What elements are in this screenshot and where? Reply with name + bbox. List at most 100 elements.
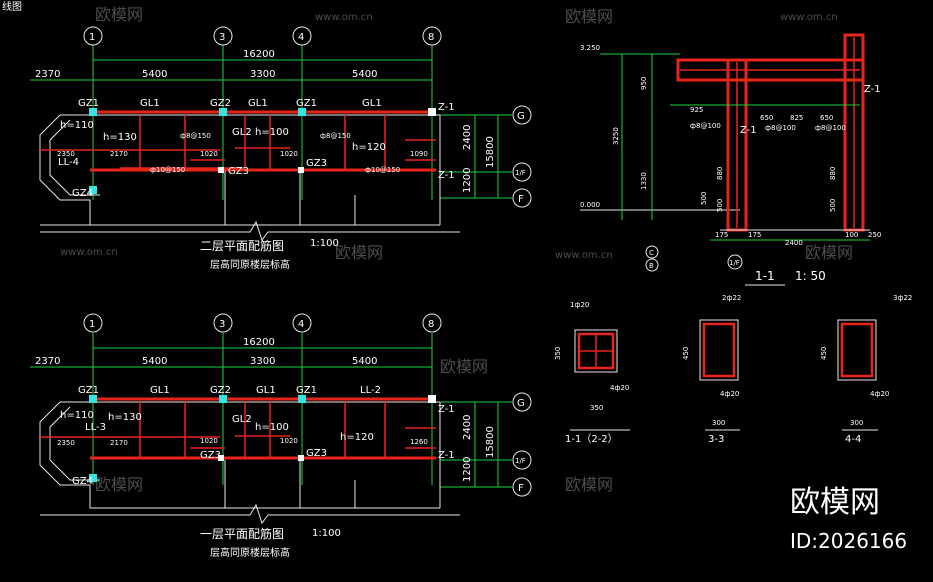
svg-text:ф10@150: ф10@150 [150, 166, 185, 174]
svg-text:450: 450 [682, 347, 690, 360]
svg-text:300: 300 [712, 419, 725, 427]
svg-text:GZ1: GZ1 [296, 385, 317, 396]
svg-text:15800: 15800 [485, 426, 496, 458]
rebar-red [40, 110, 436, 172]
svg-text:Z-1: Z-1 [438, 170, 455, 181]
svg-text:h=100: h=100 [255, 127, 289, 138]
svg-text:B: B [649, 262, 654, 270]
svg-text:GL2: GL2 [232, 127, 252, 138]
detail-title: 3-3 [708, 434, 724, 445]
svg-text:LL-3: LL-3 [85, 422, 106, 433]
svg-text:925: 925 [690, 106, 703, 114]
watermark-brand: 欧模网 [565, 475, 613, 494]
svg-text:175: 175 [715, 231, 728, 239]
brand-id: ID:2026166 [790, 529, 907, 553]
svg-text:GZ2: GZ2 [210, 98, 231, 109]
columns [89, 108, 436, 194]
watermark-site: www.om.cn [555, 250, 613, 261]
plan-subtitle: 层高同原楼层标高 [210, 546, 290, 559]
axis-label: 3 [219, 32, 225, 43]
dim-total: 16200 [243, 49, 275, 60]
dim-v1: 2400 [462, 125, 473, 150]
svg-text:1200: 1200 [462, 457, 473, 482]
detail-sections: 350 350 1ф20 4ф20 1-1（2-2） 300 450 2ф22 … [554, 294, 912, 445]
svg-text:650: 650 [820, 114, 833, 122]
svg-text:175: 175 [748, 231, 761, 239]
svg-text:GZ1: GZ1 [78, 98, 99, 109]
rebar-red [40, 397, 436, 460]
svg-text:350: 350 [554, 347, 562, 360]
walls [39, 114, 441, 226]
dim-seg3: 5400 [352, 69, 377, 80]
svg-text:500: 500 [829, 199, 837, 212]
svg-text:GZ3: GZ3 [228, 166, 249, 177]
watermark-brand: 欧模网 [95, 5, 143, 24]
svg-text:Z-1: Z-1 [438, 404, 455, 415]
axis-label: 1/F [515, 169, 526, 177]
svg-text:h=100: h=100 [255, 422, 289, 433]
dim-seg1: 5400 [142, 69, 167, 80]
detail-1: 350 350 1ф20 4ф20 1-1（2-2） [554, 301, 630, 445]
svg-text:GZ3: GZ3 [306, 158, 327, 169]
svg-text:LL-2: LL-2 [360, 385, 381, 396]
dim-v2: 1200 [462, 168, 473, 193]
axis-label: G [517, 111, 525, 122]
svg-text:ф8@100: ф8@100 [815, 124, 846, 132]
axis-label: F [518, 194, 524, 205]
svg-text:LL-4: LL-4 [58, 157, 79, 168]
plan-labels: GZ1 GZ2 GZ1 GL1 GL1 LL-2 GZ4 GZ3 GZ3 GL2… [57, 385, 455, 487]
columns [89, 395, 436, 482]
dimension-lines-top: 16200 5400 3300 5400 2370 [30, 337, 432, 368]
svg-text:h=110: h=110 [60, 120, 94, 131]
plan-scale: 1:100 [310, 238, 339, 249]
detail-2: 300 450 2ф22 4ф20 3-3 [682, 294, 741, 445]
watermark-site: www.om.cn [60, 247, 118, 258]
break-line [40, 220, 460, 242]
plan-upper: 1 3 4 8 16200 5400 3300 5400 2370 G 1/F … [30, 26, 532, 271]
elev-zero: 0.000 [580, 201, 600, 209]
svg-text:350: 350 [590, 404, 603, 412]
svg-text:1ф20: 1ф20 [570, 301, 589, 309]
svg-text:250: 250 [868, 231, 881, 239]
section-scale: 1: 50 [795, 269, 826, 283]
svg-text:1020: 1020 [280, 150, 298, 158]
detail-title: 1-1（2-2） [565, 433, 618, 445]
watermark-brand: 欧模网 [565, 7, 613, 26]
svg-text:GL1: GL1 [256, 385, 276, 396]
svg-text:8: 8 [428, 319, 434, 330]
svg-text:C: C [649, 249, 654, 257]
svg-text:950: 950 [640, 77, 648, 90]
svg-text:GZ2: GZ2 [210, 385, 231, 396]
watermark-site: www.om.cn [780, 12, 838, 23]
svg-text:4ф20: 4ф20 [870, 390, 889, 398]
svg-text:GL1: GL1 [248, 98, 268, 109]
svg-text:500: 500 [716, 199, 724, 212]
watermark-brand: 欧模网 [95, 475, 143, 494]
svg-text:GL1: GL1 [150, 385, 170, 396]
watermark-brand: 欧模网 [440, 357, 488, 376]
watermark-brand: 欧模网 [335, 243, 383, 262]
svg-text:GZ4: GZ4 [72, 188, 93, 199]
svg-text:650: 650 [760, 114, 773, 122]
svg-text:100: 100 [845, 231, 858, 239]
svg-text:GL2: GL2 [232, 414, 252, 425]
svg-text:2370: 2370 [35, 356, 60, 367]
plan-title: 二层平面配筋图 [200, 238, 284, 253]
svg-text:Z-1: Z-1 [864, 84, 881, 95]
svg-text:3250: 3250 [612, 127, 620, 145]
dim-seg2: 3300 [250, 69, 275, 80]
svg-text:825: 825 [790, 114, 803, 122]
svg-text:h=130: h=130 [108, 412, 142, 423]
svg-text:450: 450 [820, 347, 828, 360]
svg-text:h=120: h=120 [352, 142, 386, 153]
svg-text:ф8@100: ф8@100 [765, 124, 796, 132]
svg-text:GL1: GL1 [140, 98, 160, 109]
detail-3: 300 450 3ф22 4ф20 4-4 [820, 294, 912, 445]
svg-text:5400: 5400 [142, 356, 167, 367]
plan-lower: 1 3 4 8 16200 5400 3300 5400 2370 G 1/F … [30, 313, 532, 559]
svg-text:GZ3: GZ3 [306, 448, 327, 459]
svg-text:2400: 2400 [462, 415, 473, 440]
svg-text:h=120: h=120 [340, 432, 374, 443]
axis-label: 4 [298, 32, 304, 43]
